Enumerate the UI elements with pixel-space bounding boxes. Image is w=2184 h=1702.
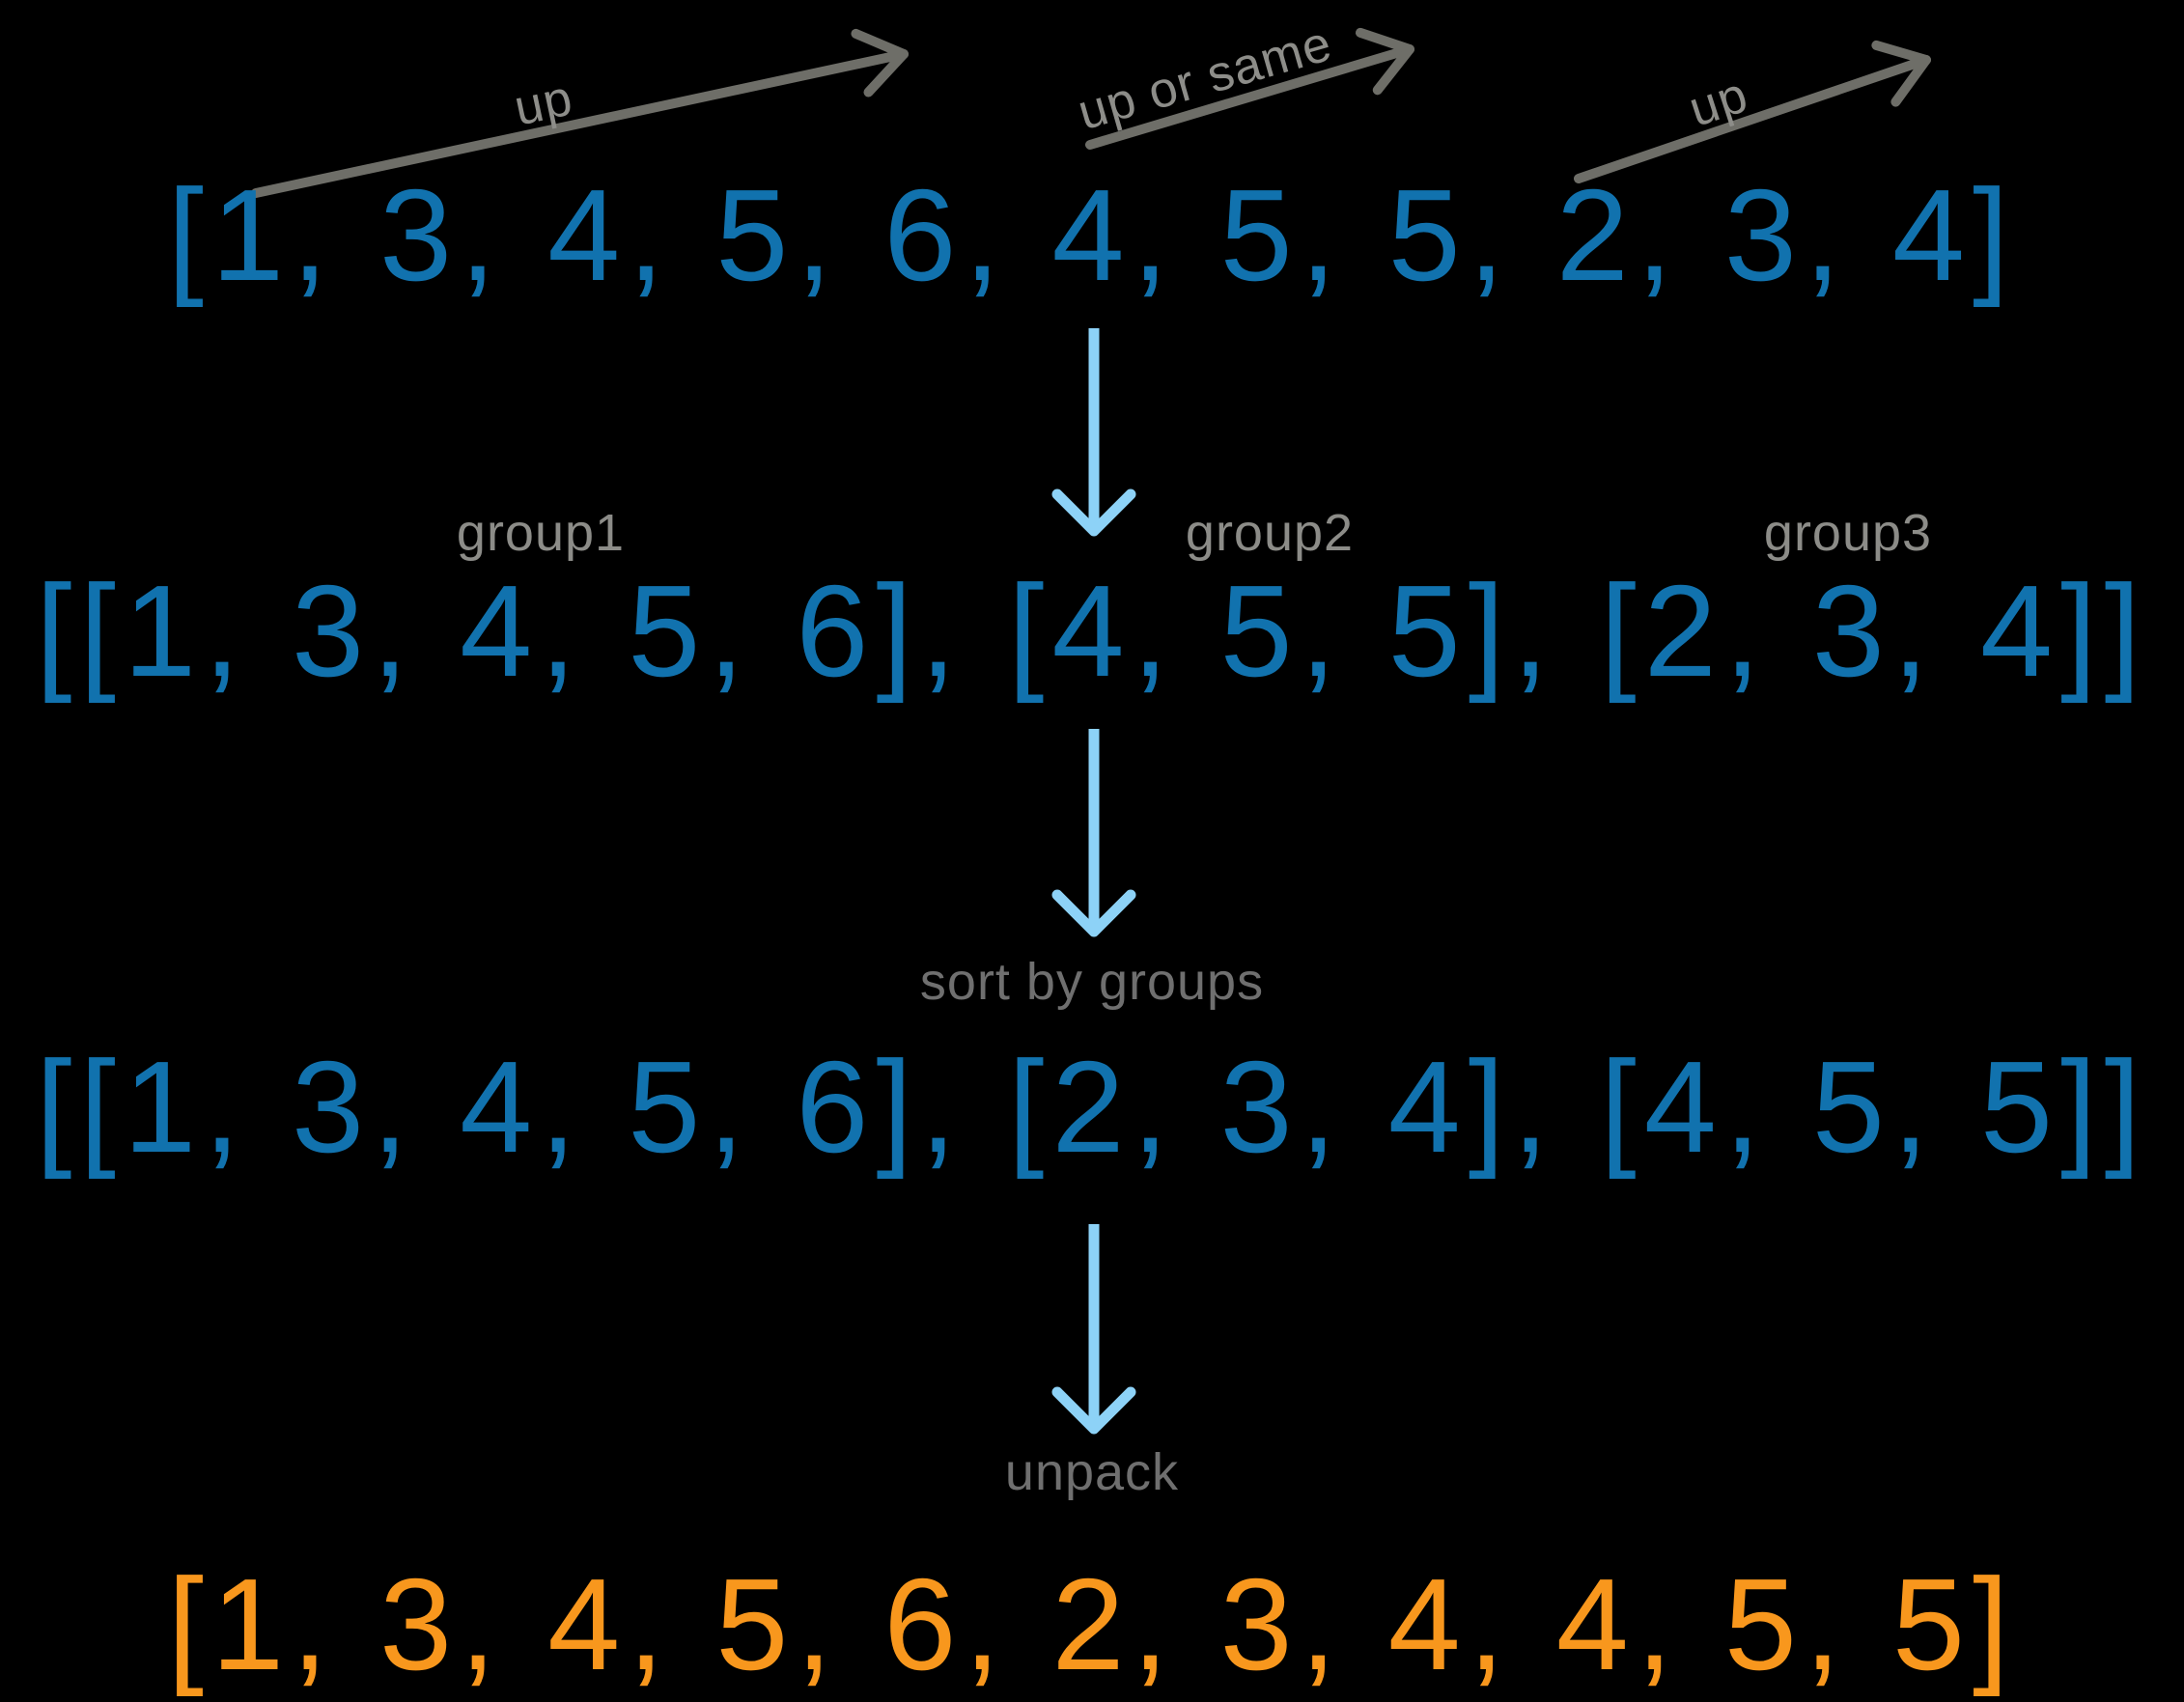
group3-label: group3 xyxy=(1763,504,1933,562)
sorted-list: [[1, 3, 4, 5, 6], [2, 3, 4], [4, 5, 5]] xyxy=(35,1034,2149,1180)
unpack-step-label: unpack xyxy=(1004,1443,1180,1501)
input-list: [1, 3, 4, 5, 6, 4, 5, 5, 2, 3, 4] xyxy=(167,162,2017,308)
trend-arrow-up-1 xyxy=(251,28,909,198)
trend-arrow-up-or-same xyxy=(1085,27,1414,150)
grouped-list: [[1, 3, 4, 5, 6], [4, 5, 5], [2, 3, 4]] xyxy=(35,558,2149,704)
result-list: [1, 3, 4, 5, 6, 2, 3, 4, 4, 5, 5] xyxy=(167,1551,2017,1697)
group1-label: group1 xyxy=(456,504,626,562)
trend-label-up-1: up xyxy=(509,70,578,137)
sort-step-label: sort by groups xyxy=(919,953,1265,1011)
group2-label: group2 xyxy=(1185,504,1355,562)
flow-arrow-group-step xyxy=(1051,328,1136,537)
flow-arrow-sort-step xyxy=(1051,729,1136,937)
trend-arrow-up-2 xyxy=(1574,40,1931,183)
flow-arrow-unpack-step xyxy=(1051,1224,1136,1435)
